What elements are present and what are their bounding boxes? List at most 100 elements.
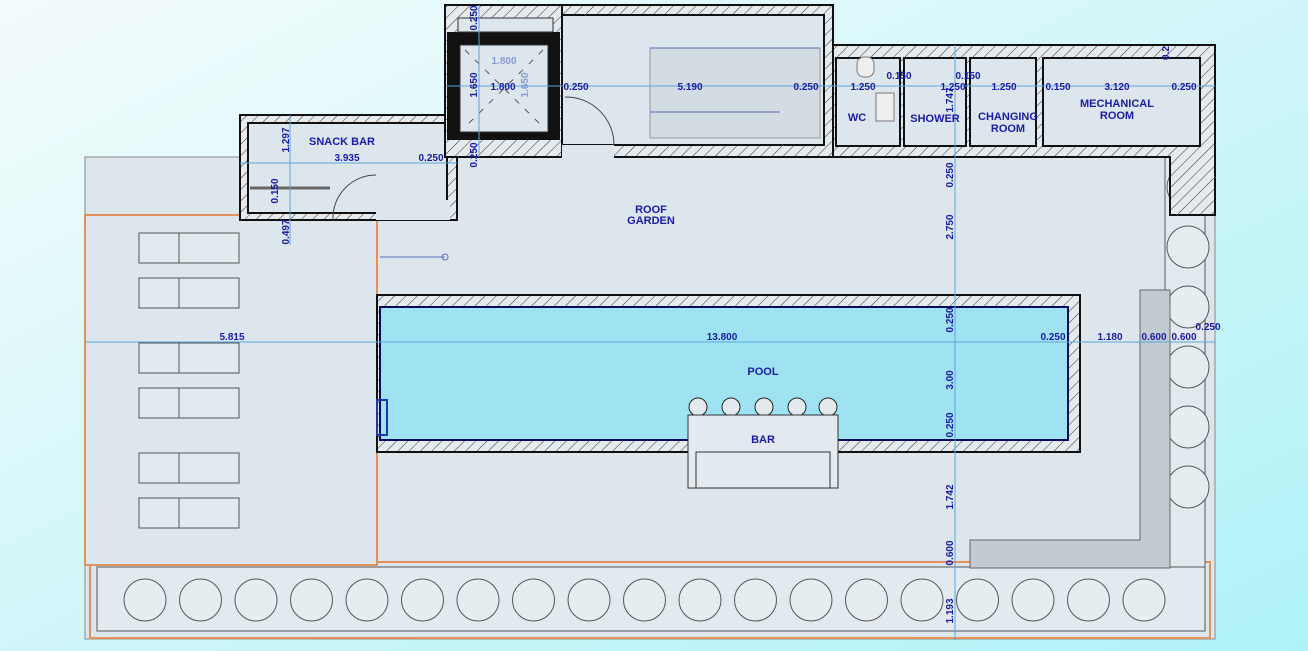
dim: 5.815 (219, 332, 244, 343)
dim: 0.250 (1195, 322, 1220, 333)
tree-icon (1122, 578, 1166, 622)
label-bar: BAR (751, 434, 775, 446)
pool-ladder (376, 399, 388, 436)
tree-icon (1166, 225, 1210, 269)
tree-icon (623, 578, 666, 622)
tree-icon (1166, 405, 1210, 449)
dim: 0.250 (469, 5, 480, 30)
dim: 3.00 (945, 370, 956, 390)
bar-stool (721, 397, 741, 417)
stair-room-door (564, 96, 615, 146)
dim: 0.250 (563, 82, 588, 93)
staircase (649, 47, 821, 139)
dim: 0.250 (469, 142, 480, 167)
dim: 0.497 (281, 219, 292, 244)
tree-icon (956, 578, 999, 622)
dim: 1.250 (940, 82, 965, 93)
label-roof-garden: GARDEN (627, 215, 675, 227)
tree-icon (789, 578, 833, 622)
tree-icon (1011, 578, 1055, 622)
dim: 0.600 (945, 540, 956, 565)
dimension-lines (85, 5, 1215, 640)
lounge-chair (138, 277, 240, 309)
dim: 0.250 (1040, 332, 1065, 343)
tree-icon (456, 578, 500, 622)
tree-icon (234, 578, 278, 622)
elevator-lobby (457, 17, 554, 33)
dim: 0.150 (886, 71, 911, 82)
dim: 0.600 (1171, 332, 1196, 343)
dim: 1.180 (1097, 332, 1122, 343)
dim: 0.250 (418, 153, 443, 164)
tree-icon (123, 578, 167, 622)
dim: 1.800 (490, 82, 515, 93)
lounge-chair (138, 232, 240, 264)
dim: 1.742 (945, 484, 956, 509)
dim: 0.250 (945, 307, 956, 332)
sink-icon (875, 92, 895, 122)
dimension-texts: 1.800 0.250 5.190 0.250 1.250 1.250 1.25… (219, 5, 1220, 623)
changing-room (969, 57, 1037, 147)
tree-icon (567, 578, 611, 622)
label-mechanical-room: ROOM (1100, 110, 1134, 122)
stair-room-opening (562, 145, 614, 158)
label-snack-bar: SNACK BAR (309, 136, 375, 148)
dim: 1.297 (281, 127, 292, 152)
lounge-chair (138, 497, 240, 529)
tree-icon (290, 578, 333, 622)
snack-bar-room (247, 122, 448, 214)
dim: 1.250 (991, 82, 1016, 93)
dim: 1.747 (945, 87, 956, 112)
bar-stool (787, 397, 807, 417)
dim: 0.250 (1171, 82, 1196, 93)
snack-bar-opening (376, 200, 450, 220)
dim: 0.250 (793, 82, 818, 93)
toilet-icon (856, 56, 875, 78)
tree-icon (678, 578, 722, 622)
label-mechanical-room: MECHANICAL (1080, 98, 1154, 110)
lounge-chair (138, 342, 240, 374)
dim: 1.650 (520, 72, 531, 97)
mechanical-room (1042, 57, 1201, 147)
dim: 1.800 (491, 56, 516, 67)
label-pool: POOL (747, 366, 778, 378)
dim: 1.250 (850, 82, 875, 93)
bar-stool (754, 397, 774, 417)
lounge-chair (138, 387, 240, 419)
l-bench (969, 289, 1171, 569)
planter-border (89, 561, 1211, 639)
label-changing-room: ROOM (991, 123, 1025, 135)
elevator-cross (464, 49, 544, 128)
elevator-car (459, 44, 549, 133)
tree-icon (345, 578, 389, 622)
shower-room (903, 57, 967, 147)
dim: 1.193 (945, 598, 956, 623)
dim: 0.600 (1141, 332, 1166, 343)
tree-icon (512, 578, 555, 622)
dim: 3.935 (334, 153, 359, 164)
label-changing-room: CHANGING (978, 111, 1038, 123)
dim: 0.150 (1045, 82, 1070, 93)
tree-icon (1166, 465, 1210, 509)
lounge-chair (138, 452, 240, 484)
lounge-chairs (138, 232, 240, 529)
label-wc: WC (848, 112, 866, 124)
dim: 0.2 (1161, 46, 1172, 60)
tree-icon (401, 578, 444, 622)
tree-icon (845, 578, 888, 622)
dim: 0.250 (945, 412, 956, 437)
stair-start (441, 253, 449, 261)
tree-icon (1067, 578, 1110, 622)
tree-icon (1166, 345, 1210, 389)
dim: 0.250 (945, 162, 956, 187)
elevator-cross (464, 49, 544, 128)
label-shower: SHOWER (910, 113, 960, 125)
bar-back (695, 451, 831, 489)
dim: 0.150 (955, 71, 980, 82)
tree-icon (734, 578, 777, 622)
tree-icon (900, 578, 944, 622)
label-roof-garden: ROOF (635, 204, 667, 216)
dim: 3.120 (1104, 82, 1129, 93)
bar-stool (688, 397, 708, 417)
dim: 0.150 (270, 178, 281, 203)
